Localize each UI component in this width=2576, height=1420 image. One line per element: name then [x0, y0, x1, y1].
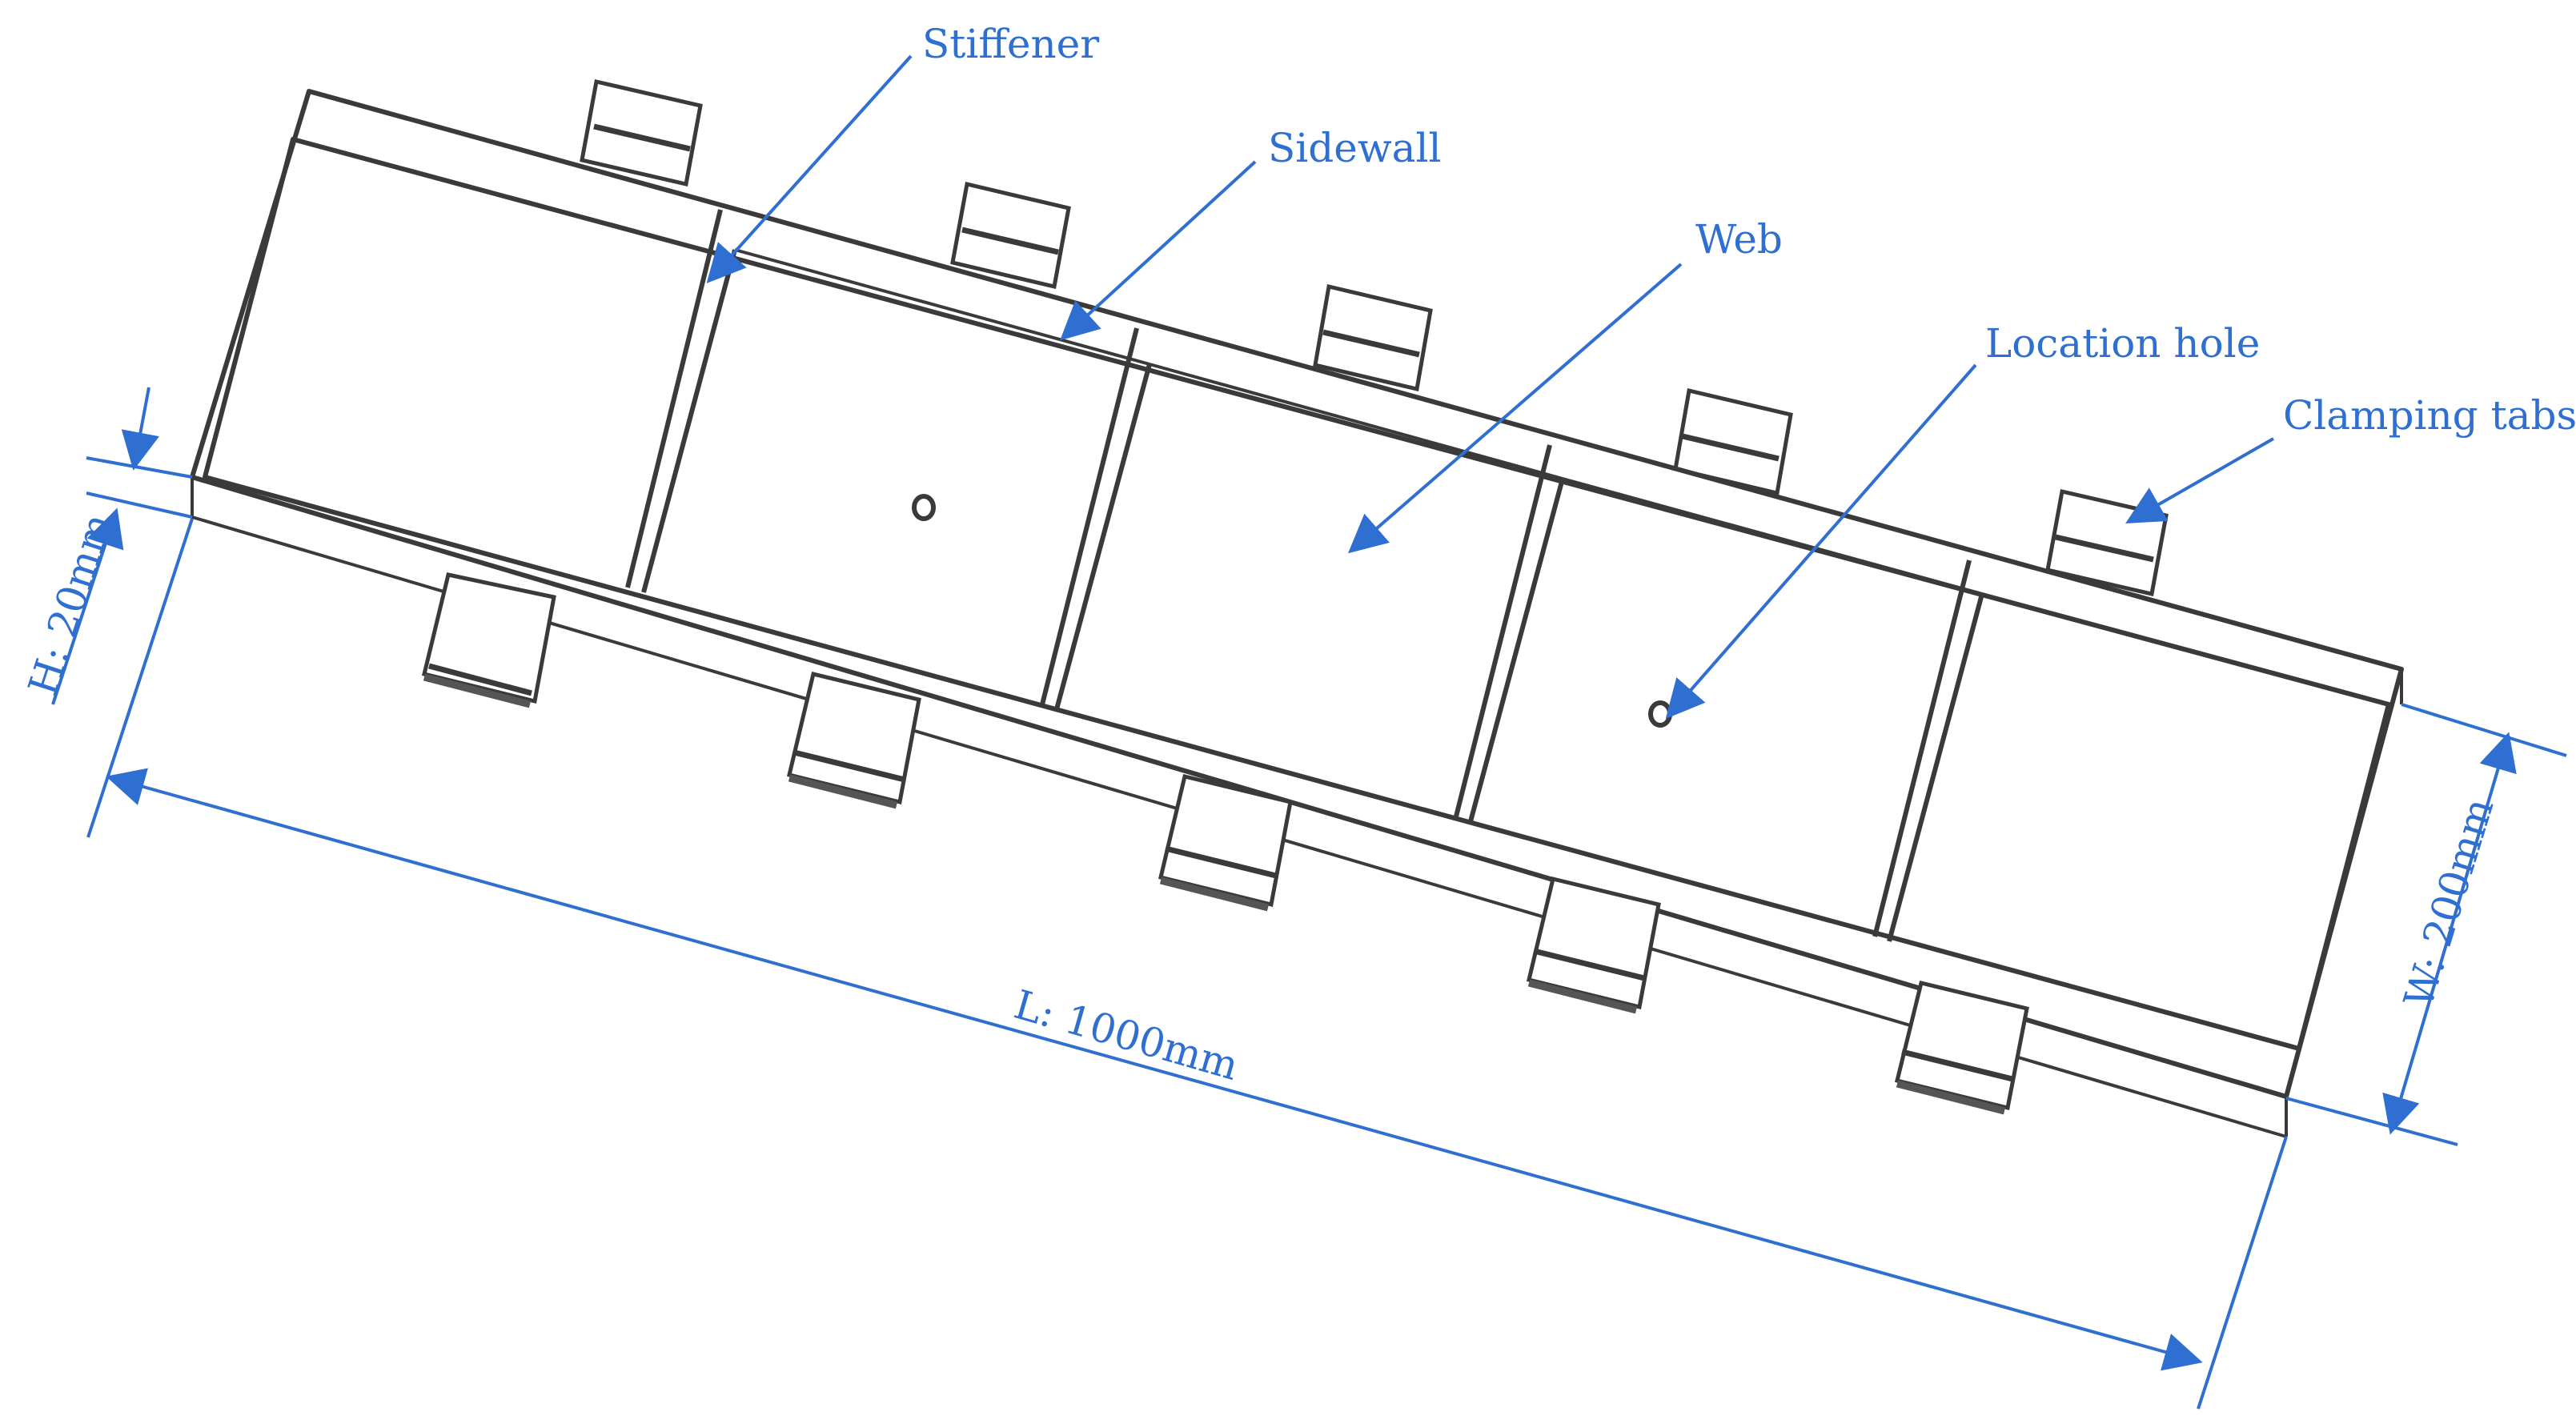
clamping-tabs-top — [580, 78, 2169, 597]
location-hole — [912, 494, 936, 521]
location-hole-label: Location hole — [1985, 320, 2260, 367]
leader-arrows — [706, 54, 2274, 720]
clamping-tab — [1313, 283, 1433, 392]
clamping-tab — [1526, 876, 1661, 1014]
height-arrow-bottom — [51, 507, 124, 705]
sidewall-label: Sidewall — [1268, 125, 1441, 171]
stiffener-leader — [706, 54, 913, 283]
sidewall-leader — [1060, 160, 1257, 341]
clamping-tab — [1673, 387, 1793, 496]
height-arrow-top — [121, 387, 159, 471]
clamping-tab — [1894, 980, 2029, 1115]
location-hole-leader — [1665, 363, 1977, 720]
clamping-tab — [1158, 773, 1293, 912]
length-dimension-line — [106, 768, 2203, 1371]
clamping-tabs-label: Clamping tabs — [2283, 392, 2576, 439]
clamping-tab — [950, 181, 1071, 290]
clamping-tabs-leader — [2125, 437, 2274, 523]
width-label: W: 200mm — [2395, 792, 2502, 1013]
dimensions — [51, 387, 2567, 1410]
location-holes — [912, 494, 1672, 728]
web-leader — [1347, 263, 1683, 554]
stiffener — [1040, 327, 1152, 710]
clamping-tab — [421, 572, 556, 708]
stiffener — [1453, 444, 1565, 825]
stiffener — [625, 209, 737, 593]
location-hole — [1648, 700, 1672, 728]
length-label: L: 1000mm — [1009, 981, 1244, 1089]
stiffener-label: Stiffener — [922, 21, 1099, 67]
width-dimension-line — [2382, 732, 2517, 1135]
height-label: H: 20mm — [19, 507, 122, 700]
web-label: Web — [1695, 216, 1783, 263]
clamping-tab — [580, 78, 703, 187]
clamping-tab — [786, 671, 921, 809]
